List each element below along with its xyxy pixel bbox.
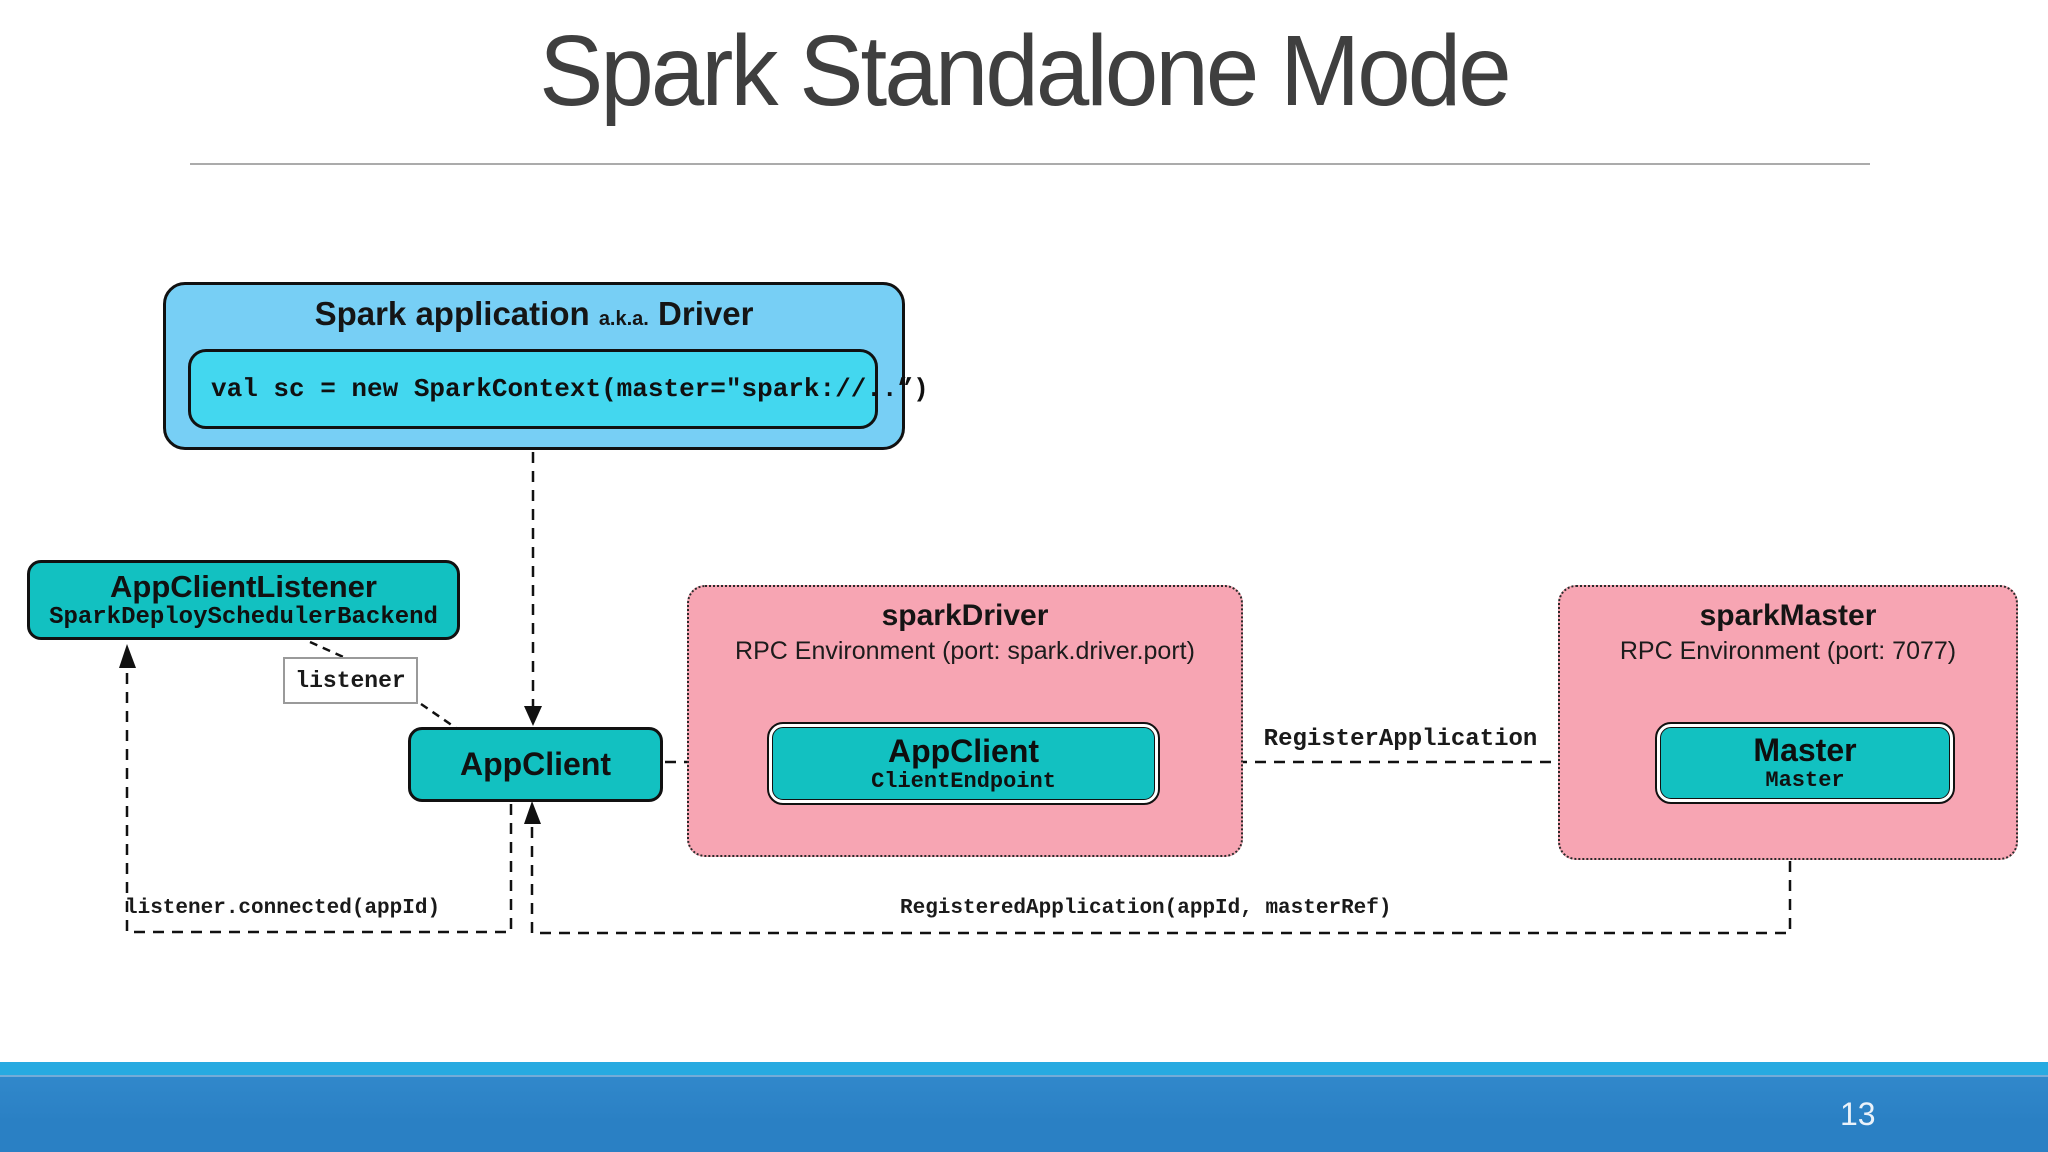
spark-application-box: Spark application a.k.a. Driver val sc =… [163, 282, 929, 450]
client-endpoint-subtitle: ClientEndpoint [871, 768, 1056, 794]
spark-driver-env-title: sparkDriver [881, 599, 1049, 632]
listener-tag: listener [283, 657, 418, 704]
arrowhead-up-into-appclient [524, 801, 541, 824]
title-divider [190, 163, 1870, 165]
message-register-application: RegisterApplication [1263, 726, 1538, 753]
page-title: Spark Standalone Mode [539, 15, 1511, 127]
app-client-box: AppClient [408, 727, 663, 802]
spark-master-env-subtitle: RPC Environment (port: 7077) [1619, 637, 1957, 665]
app-client-listener-box: AppClientListener SparkDeploySchedulerBa… [27, 560, 460, 640]
spark-context-code: val sc = new SparkContext(master="spark:… [211, 374, 929, 404]
spark-application-title-suffix: Driver [658, 295, 754, 332]
client-endpoint-box: AppClient ClientEndpoint [767, 722, 1160, 805]
app-client-listener-title: AppClientListener [110, 568, 377, 604]
master-endpoint-subtitle: Master [1765, 768, 1845, 793]
spark-application-title: Spark application a.k.a. Driver [166, 295, 902, 333]
client-endpoint-title: AppClient [887, 732, 1040, 769]
app-client-listener-subtitle: SparkDeploySchedulerBackend [49, 603, 438, 631]
spark-driver-env-box: sparkDriver RPC Environment (port: spark… [687, 585, 1243, 857]
spark-application-title-main: Spark application [314, 295, 590, 332]
arrowhead-up-into-acl [119, 644, 136, 668]
master-endpoint-title: Master [1753, 732, 1857, 768]
spark-driver-env-subtitle: RPC Environment (port: spark.driver.port… [735, 637, 1195, 665]
master-endpoint-inner: Master Master [1660, 727, 1950, 799]
master-endpoint-box: Master Master [1655, 722, 1955, 804]
footer-accent-stripe [0, 1062, 2048, 1075]
client-endpoint-inner: AppClient ClientEndpoint [772, 727, 1155, 800]
spark-master-env-box: sparkMaster RPC Environment (port: 7077)… [1558, 585, 2018, 860]
message-registered-application: RegisteredApplication(appId, masterRef) [900, 897, 1392, 920]
spark-master-env-title: sparkMaster [1699, 599, 1877, 632]
aka-label: a.k.a. [598, 308, 649, 330]
arrowhead-down-into-appclient [524, 706, 542, 726]
message-listener-connected: listener.connected(appId) [125, 897, 441, 920]
page-number: 13 [1840, 1096, 1876, 1132]
app-client-label: AppClient [459, 746, 612, 782]
spark-context-code-box: val sc = new SparkContext(master="spark:… [188, 349, 929, 429]
edge-listener-to-appclient [420, 702, 457, 730]
footer-bar [0, 1075, 2048, 1152]
